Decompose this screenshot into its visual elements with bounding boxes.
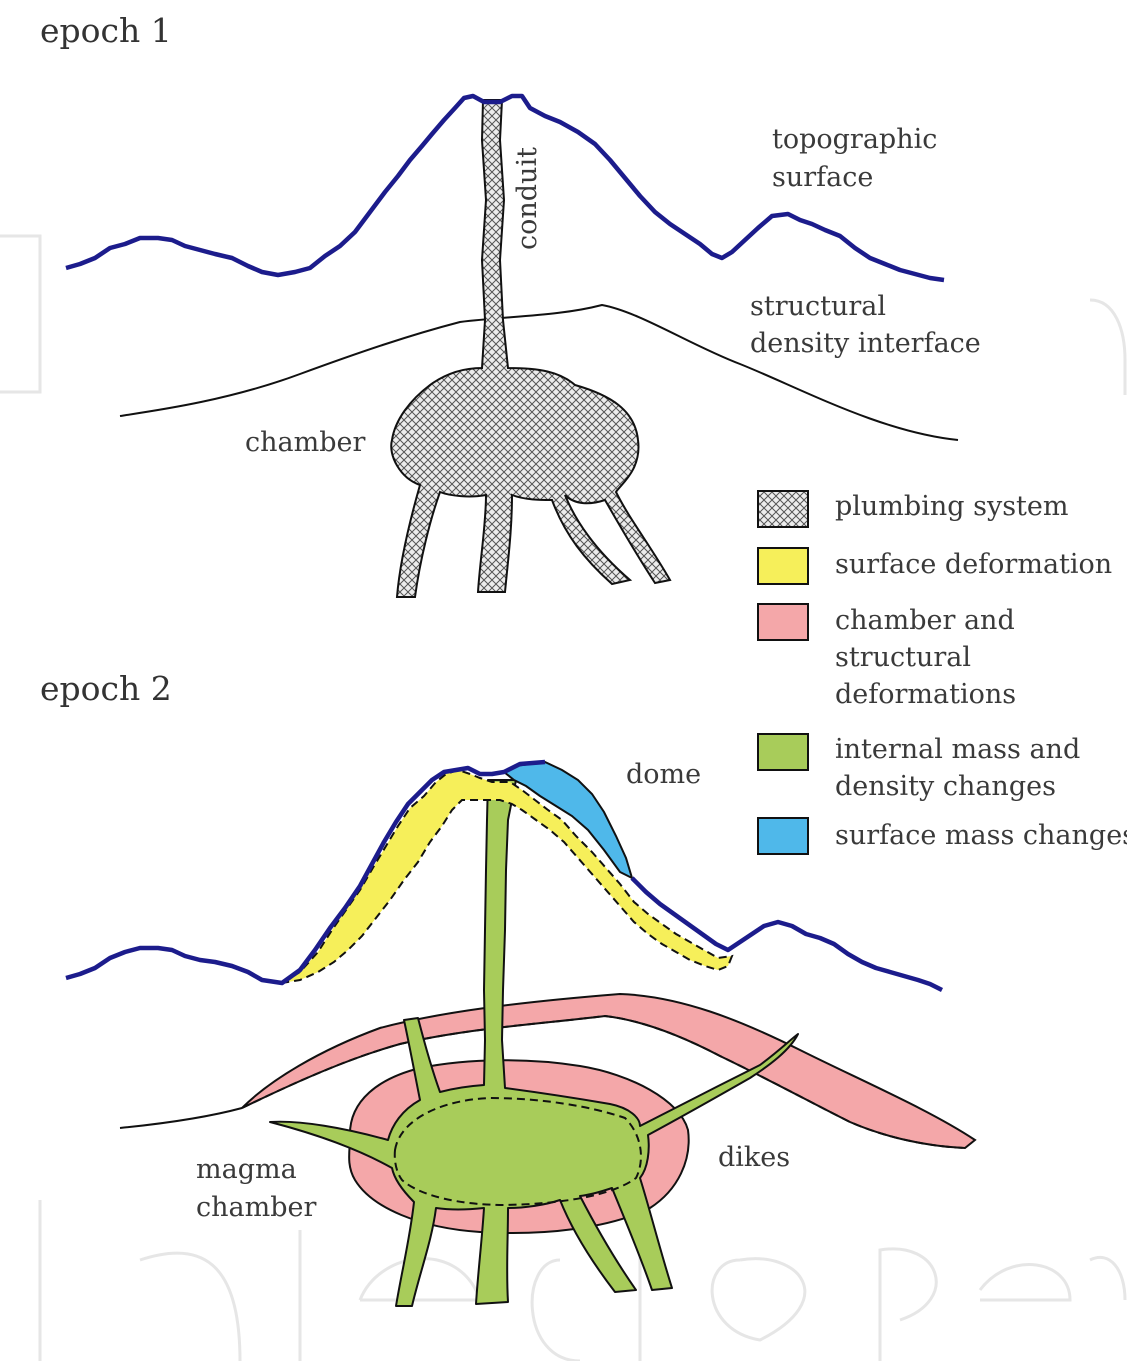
legend-label: deformations: [835, 679, 1016, 710]
structural-interface-epoch2: [120, 1108, 242, 1128]
legend-label: density changes: [835, 771, 1056, 802]
legend-label: internal mass and: [835, 734, 1080, 765]
dome: [504, 762, 632, 878]
legend-swatch-yellow: [758, 548, 808, 584]
epoch2-title: epoch 2: [40, 669, 172, 708]
label-magma-chamber: chamber: [196, 1192, 316, 1223]
label-topographic: topographic: [772, 124, 937, 155]
label-dome: dome: [626, 759, 701, 790]
epoch1-title: epoch 1: [40, 11, 172, 50]
legend-label: structural: [835, 642, 971, 673]
label-surface: surface: [772, 162, 873, 193]
label-chamber: chamber: [245, 427, 365, 458]
legend: plumbing system surface deformation cham…: [758, 491, 1127, 854]
legend-item-internal-mass: internal mass and density changes: [758, 734, 1080, 802]
legend-item-chamber-structural: chamber and structural deformations: [758, 604, 1016, 710]
legend-swatch-crosshatch: [758, 491, 808, 527]
legend-label: chamber and: [835, 605, 1015, 636]
legend-label: plumbing system: [835, 491, 1068, 522]
legend-swatch-green: [758, 734, 808, 770]
legend-item-surface-mass: surface mass changes: [758, 818, 1127, 854]
label-magma: magma: [196, 1154, 297, 1185]
label-density-interface: density interface: [750, 328, 981, 359]
legend-swatch-blue: [758, 818, 808, 854]
label-dikes: dikes: [718, 1142, 790, 1173]
surface-deformation: [282, 770, 732, 983]
legend-item-plumbing-system: plumbing system: [758, 491, 1068, 527]
label-structural: structural: [750, 291, 886, 322]
label-conduit: conduit: [512, 147, 543, 250]
legend-item-surface-deformation: surface deformation: [758, 548, 1112, 584]
legend-label: surface mass changes: [835, 820, 1127, 851]
legend-label: surface deformation: [835, 549, 1112, 580]
legend-swatch-pink: [758, 604, 808, 640]
